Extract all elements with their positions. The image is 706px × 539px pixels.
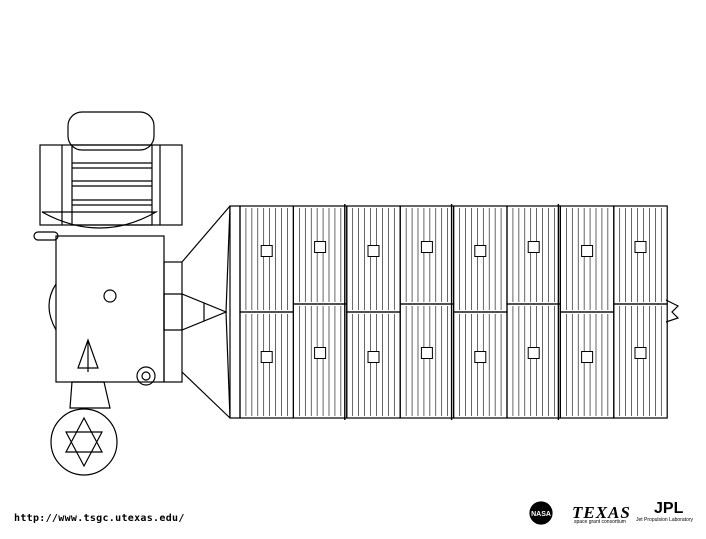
solar-panel [453,311,508,419]
solar-panel [506,205,562,305]
solar-panel [453,205,508,313]
texas-logo: TEXAS [572,503,631,522]
solar-array-truss [181,205,241,419]
main-body [55,235,165,383]
texas-logo-subtitle: space grant consortium [574,519,626,525]
jpl-logo-subtitle: Jet Propulsion Laboratory [636,517,693,523]
svg-text:NASA: NASA [531,511,551,518]
body-port [103,289,117,303]
solar-panel [399,205,455,305]
solar-panel [292,303,348,419]
solar-panel [292,205,348,305]
spacecraft-bus [33,111,228,476]
solar-panel [559,311,615,419]
dish-antenna [41,211,159,229]
nasa-logo: NASA [529,501,553,525]
solar-panel [239,205,295,313]
star-instrument [50,408,118,476]
solar-panel [346,311,401,419]
solar-panel [613,303,668,419]
website-url[interactable]: http://www.tsgc.utexas.edu/ [14,513,185,524]
solar-array [239,204,668,420]
top-antenna-box [67,111,155,151]
solar-panel [346,205,401,313]
upper-module [39,144,183,226]
array-end-tab [665,299,680,323]
upper-module-core [71,144,153,226]
wheel [136,366,156,386]
solar-panel [239,311,295,419]
solar-panel [399,303,455,419]
nozzle [163,293,228,331]
jpl-logo: JPL [654,500,684,517]
solar-panel [506,303,562,419]
solar-panel [559,205,615,313]
solar-panel [613,205,668,305]
